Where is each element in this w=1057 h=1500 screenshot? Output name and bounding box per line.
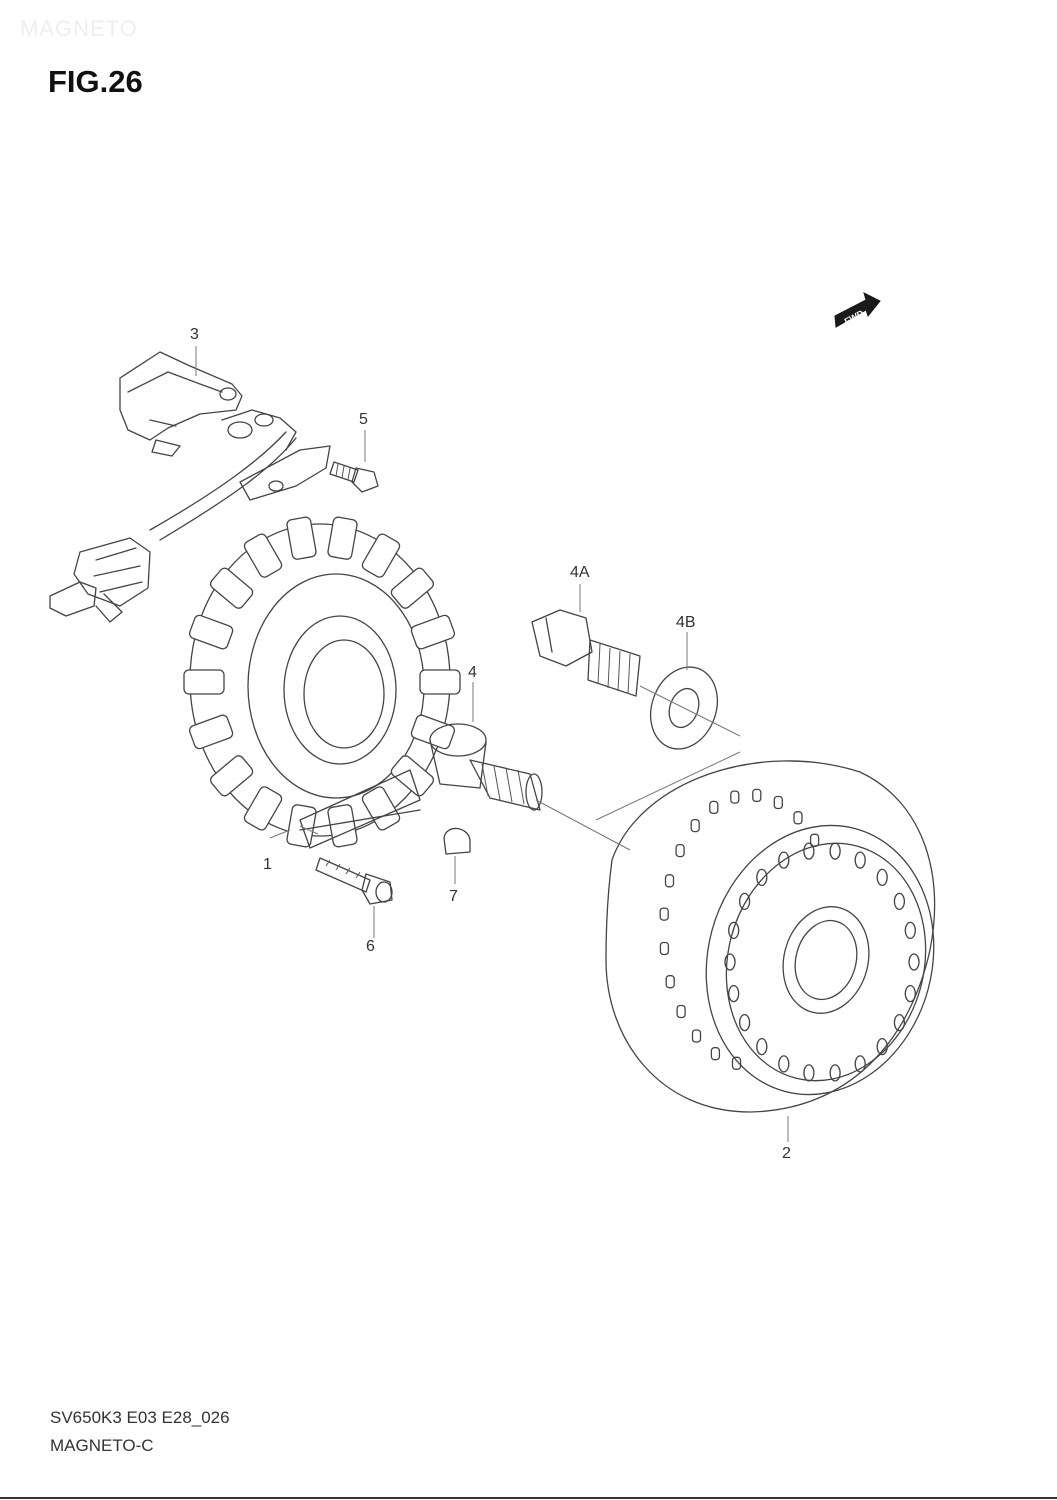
rotor-slot [690,818,700,833]
stator-pole [361,533,401,578]
rotor-slot [773,795,783,810]
figure-title: FIG.26 [48,64,143,99]
rotor-slot [664,874,675,888]
rotor-hole [756,1037,768,1056]
rotor-hole [854,851,866,869]
rotor-slot-group [659,788,820,1070]
part-bolt-4a [531,609,641,697]
stator-pole [209,567,254,609]
part-stator-bolt [315,857,393,905]
part-rotor-bolt [429,723,543,811]
rotor-slot [676,1004,686,1019]
rotor-hole [778,851,790,869]
rotor-slot [659,907,669,921]
rotor-slot [691,1029,702,1043]
rotor-hole [803,1064,815,1082]
rotor-slot [730,790,740,804]
rotor-hole [724,953,736,971]
rotor-hole [908,953,920,971]
rotor-hole [893,892,906,911]
rotor-slot [659,941,670,956]
callout-4b: 4B [676,614,696,631]
stator-pole [390,567,435,609]
callout-7: 7 [449,888,458,905]
rotor-slot [710,1047,721,1061]
stator-pole [243,533,283,578]
rotor-slot [793,811,803,825]
rotor-hole [829,842,841,860]
callout-leaders [195,346,789,1142]
part-rotor [605,760,936,1113]
rotor-slot [709,800,719,815]
part-stator [183,516,461,849]
rotor-slot [809,833,820,847]
rotor-hole [876,868,888,887]
watermark-text: MAGNETO [20,16,138,41]
stator-pole [188,614,234,650]
callout-6: 6 [366,938,375,955]
diagram-code: SV650K3 E03 E28_026 [50,1408,230,1427]
stator-pole [361,786,401,831]
stator-pole [209,755,254,797]
rotor-hole [728,921,740,940]
stator-pole [410,614,456,650]
rotor-hole [738,1013,751,1032]
rotor-hole [904,921,916,940]
stator-pole [419,669,461,695]
rotor-hole [756,868,768,887]
callout-4a: 4A [570,564,590,581]
stator-pole [327,516,358,560]
rotor-hole [728,984,740,1003]
part-wire-harness [49,431,331,623]
rotor-hole [778,1055,790,1073]
rotor-hole [876,1037,888,1056]
callout-1: 1 [263,856,272,873]
rotor-hole [738,892,751,911]
rotor-slot [665,975,675,989]
bottom-border [0,1497,1057,1499]
diagram-name: MAGNETO-C [50,1436,154,1455]
callout-3: 3 [190,326,199,343]
fwd-arrow-icon: FWD [834,292,881,328]
callout-4: 4 [468,664,477,681]
rotor-slot [752,788,762,803]
callout-5: 5 [359,411,368,428]
stator-pole [243,786,283,831]
rotor-hole-group [724,842,920,1082]
rotor-hole [829,1064,841,1082]
stator-pole [188,714,234,750]
rotor-slot [731,1056,742,1070]
stator-pole [183,669,225,695]
part-screw [329,461,379,493]
alignment-lines [299,685,741,851]
rotor-hole [904,984,916,1003]
stator-pole [286,516,317,560]
rotor-hole [893,1013,906,1032]
part-cable-bracket [119,351,297,457]
callout-2: 2 [782,1145,791,1162]
rotor-hole [803,842,815,860]
part-key [443,827,471,855]
rotor-slot [675,843,685,858]
part-washer [650,666,718,750]
rotor-hole [854,1055,866,1073]
